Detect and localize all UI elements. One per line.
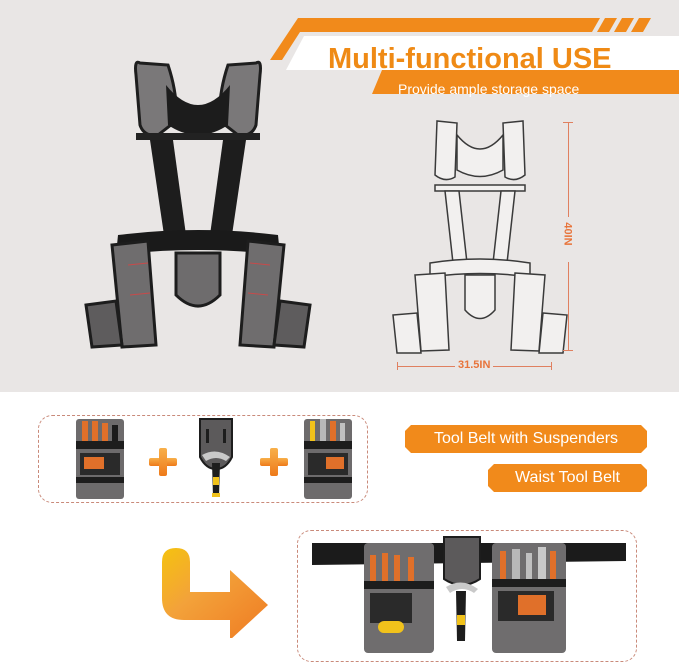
- headline-subtitle: Provide ample storage space: [398, 81, 580, 97]
- waist-tool-belt-image: [312, 536, 626, 653]
- assembled-belt-box: [297, 530, 637, 662]
- tool-belt-suspenders-image: [84, 60, 312, 349]
- label-waist-tool-belt: Waist Tool Belt: [488, 464, 647, 492]
- width-dimension-label: 31.5IN: [455, 359, 494, 371]
- plus-icon: [260, 448, 288, 476]
- height-dimension-label: 40IN: [561, 222, 574, 246]
- headline-title: Multi-functional USE: [328, 43, 612, 75]
- plus-icon: [149, 448, 177, 476]
- left-tool-pouch-image: [76, 419, 124, 499]
- banner-shape: [270, 18, 679, 94]
- components-box: [38, 415, 368, 503]
- headline-banner: Multi-functional USE Provide ample stora…: [270, 12, 679, 97]
- right-tool-pouch-image: [304, 419, 352, 499]
- hammer-holder-image: [199, 418, 233, 497]
- tool-belt-sketch-image: [392, 120, 568, 354]
- label-tool-belt-with-suspenders: Tool Belt with Suspenders: [405, 425, 647, 453]
- curved-arrow-right-icon: [162, 548, 268, 638]
